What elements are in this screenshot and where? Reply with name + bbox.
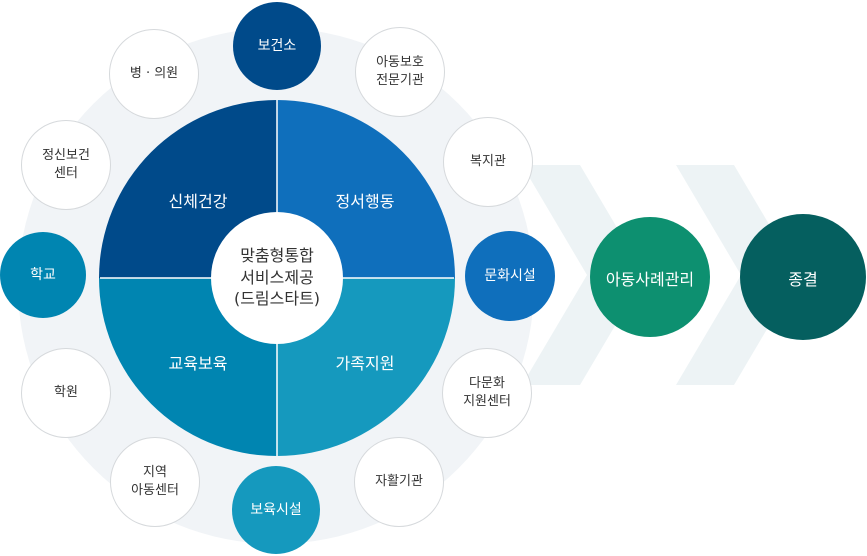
institution-school: 학교 [0, 232, 86, 318]
closure-circle [740, 214, 866, 340]
institution-welfare-center: 복지관 [443, 117, 533, 207]
quadrant-label-emotional-behavior: 정서행동 [335, 192, 395, 211]
institution-cultural-facility: 문화시설 [465, 231, 555, 321]
institution-childcare-facility: 보육시설 [232, 466, 320, 554]
institution-mental-health-center: 정신보건 센터 [21, 120, 111, 210]
closure-label: 종결 [788, 270, 818, 289]
quadrant-label-physical-health: 신체건강 [168, 192, 228, 211]
institution-child-protection-agency: 아동보호 전문기관 [355, 27, 445, 117]
center-circle [211, 212, 343, 344]
case-management-circle [590, 217, 710, 337]
quadrant-label-family-support: 가족지원 [335, 354, 395, 373]
center-label: 맞춤형통합 서비스제공 (드림스타트) [233, 246, 321, 309]
institution-local-child-center: 지역 아동센터 [110, 437, 200, 527]
institution-health-center: 보건소 [233, 2, 321, 90]
institution-hospital-clinic: 병 · 의원 [109, 29, 199, 119]
quadrant-label-education-childcare: 교육보육 [168, 354, 228, 373]
institution-academy: 학원 [21, 348, 111, 438]
institution-self-support-agency: 자활기관 [354, 437, 444, 527]
institution-multicultural-support-center: 다문화 지원센터 [442, 348, 532, 438]
case-management-label: 아동사례관리 [605, 270, 695, 289]
